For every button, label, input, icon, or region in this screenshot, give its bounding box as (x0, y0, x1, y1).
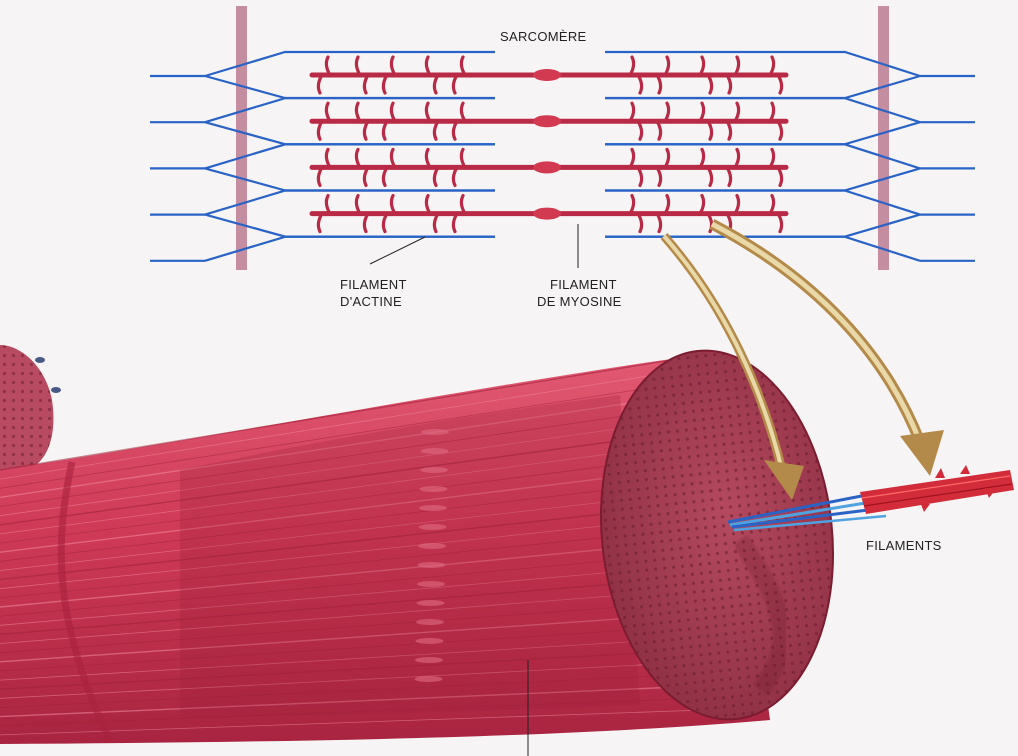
pointer-arrows (660, 219, 944, 500)
myosin-label-line1: FILAMENT (550, 277, 617, 292)
myosin-filaments (309, 55, 789, 234)
fibre-striations (0, 351, 769, 736)
arrow-to-actin (660, 233, 804, 500)
small-fibre (0, 345, 61, 472)
sarcomere-schematic: SARCOMÈRE FILAMENT D'ACTINE FILAMENT DE … (150, 6, 975, 309)
z-disc-right (878, 6, 889, 270)
emerging-actin-bundle (727, 490, 887, 532)
fibre-band (57, 461, 114, 742)
actin-leader-line (369, 236, 426, 265)
myosin-row (309, 55, 789, 95)
myosin-label-line2: DE MYOSINE (537, 294, 622, 309)
emerging-myosin-bundle (860, 465, 1014, 514)
filaments-label: FILAMENTS (866, 538, 942, 553)
myosin-row (309, 194, 789, 234)
z-disc-left (236, 6, 247, 270)
actin-filaments (150, 50, 975, 262)
arrow-to-myosin (709, 219, 944, 476)
myosin-row (309, 101, 789, 141)
emerging-filaments (727, 465, 1014, 532)
fibre-body (0, 352, 770, 744)
myosin-row (309, 147, 789, 187)
sarcomere-label: SARCOMÈRE (500, 29, 587, 44)
actin-row (150, 235, 975, 262)
fibre-m-line (414, 429, 449, 682)
actin-label-line1: FILAMENT (340, 277, 407, 292)
muscle-fibre (0, 349, 834, 756)
actin-label-line2: D'ACTINE (340, 294, 402, 309)
